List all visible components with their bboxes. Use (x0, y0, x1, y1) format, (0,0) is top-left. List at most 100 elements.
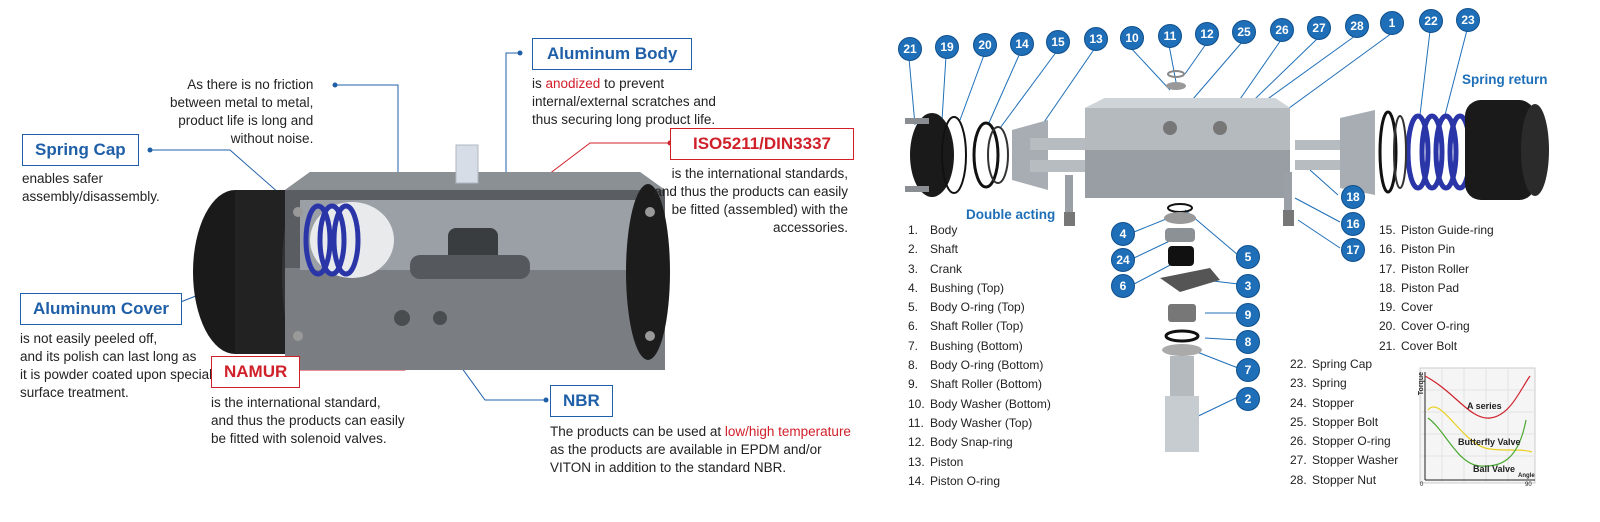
callout-12: 12 (1195, 22, 1219, 46)
part-name: Shaft Roller (Bottom) (930, 377, 1043, 392)
iso-desc: is the international standards, and thus… (654, 166, 848, 235)
part-name: Cover O-ring (1401, 319, 1470, 334)
part-item: 13. Piston (908, 453, 1051, 472)
part-item: 19.Cover (1379, 298, 1494, 317)
part-number: 17. (1379, 261, 1396, 276)
part-number: 1. (908, 223, 919, 237)
curve-butterfly-valve: Butterfly Valve (1458, 437, 1521, 447)
part-name: Body (930, 223, 958, 237)
nbr-desc-pre: The products can be used at (550, 424, 725, 439)
exploded-view (905, 29, 1549, 484)
callout-24: 24 (1111, 248, 1135, 272)
callout-14: 14 (1010, 32, 1034, 56)
part-item: 28.Stopper Nut (1290, 471, 1398, 490)
part-name: Stopper Washer (1312, 453, 1399, 468)
callout-13: 13 (1084, 27, 1108, 51)
callout-25: 25 (1232, 20, 1256, 44)
callout-23: 23 (1456, 8, 1480, 32)
part-number: 24. (1290, 395, 1307, 410)
part-number: 4. (908, 280, 919, 295)
part-item: 11. Body Washer (Top) (908, 414, 1051, 433)
part-name: Shaft (930, 242, 959, 257)
callout-3: 3 (1236, 274, 1260, 298)
callout-8: 8 (1236, 330, 1260, 354)
angle-axis-label: Angle (1518, 473, 1535, 479)
callout-11: 11 (1158, 24, 1182, 48)
part-item: 18.Piston Pad (1379, 279, 1494, 298)
part-number: 8. (908, 358, 919, 373)
nbr-desc-post: as the products are available in EPDM an… (550, 442, 822, 475)
part-item: 5. Body O-ring (Top) (908, 298, 1051, 317)
part-item: 10.Body Washer (Bottom) (908, 395, 1051, 414)
aluminum-cover-desc: is not easily peeled off, and its polish… (20, 331, 213, 400)
part-number: 13. (908, 454, 925, 469)
part-name: Piston Pad (1401, 280, 1460, 295)
iso-label: ISO5211/DIN3337 (670, 128, 854, 160)
part-item: 24.Stopper (1290, 394, 1398, 413)
callout-16: 16 (1341, 212, 1365, 236)
part-number: 3. (908, 261, 919, 276)
namur-desc: is the international standard, and thus … (211, 395, 405, 446)
part-number: 21. (1379, 338, 1396, 353)
spring-cap-label: Spring Cap (22, 134, 139, 166)
part-item: 6.Shaft Roller (Top) (908, 317, 1051, 336)
part-number: 26. (1290, 434, 1307, 449)
part-name: Body Washer (Top) (930, 415, 1033, 430)
part-name: Stopper Nut (1312, 472, 1377, 487)
part-name: Body Washer (Bottom) (930, 396, 1051, 411)
spring-return-heading: Spring return (1462, 72, 1548, 87)
part-number: 11. (908, 415, 924, 430)
part-item: 22.Spring Cap (1290, 355, 1398, 374)
part-name: Stopper O-ring (1312, 434, 1391, 449)
curve-ball-valve: Ball Valve (1473, 464, 1516, 474)
spring-cap-desc: enables safer assembly/disassembly. (22, 171, 160, 204)
part-item: 27.Stopper Washer (1290, 451, 1398, 470)
part-number: 25. (1290, 414, 1307, 429)
callout-6: 6 (1111, 274, 1135, 298)
part-name: Piston (930, 454, 964, 469)
nbr-desc-highlight: low/high temperature (724, 424, 851, 439)
part-item: 16. Piston Pin (1379, 240, 1494, 259)
torque-axis-label: Torque (1418, 372, 1425, 396)
torque-chart (1419, 367, 1536, 484)
friction-note: As there is no friction between metal to… (170, 77, 314, 146)
aluminum-body-label: Aluminum Body (532, 38, 693, 70)
part-name: Piston Pin (1401, 242, 1456, 257)
angle-start-label: 0 (1420, 482, 1424, 488)
part-number: 14. (908, 473, 925, 488)
part-name: Bushing (Bottom) (930, 338, 1023, 353)
actuator-illustration (147, 50, 673, 403)
nbr-desc: The products can be used at low/high tem… (550, 423, 851, 477)
callout-27: 27 (1307, 16, 1331, 40)
part-number: 5. (908, 300, 919, 315)
part-name: Body O-ring (Top) (930, 300, 1025, 315)
aluminum-body-desc-post: to prevent internal/external scratches a… (532, 76, 716, 127)
part-number: 7. (908, 338, 919, 353)
part-name: Bushing (Top) (930, 280, 1005, 295)
callout-10: 10 (1120, 26, 1144, 50)
part-number: 12. (908, 435, 925, 450)
callout-2: 2 (1236, 387, 1260, 411)
callout-1: 1 (1380, 11, 1404, 35)
part-item: 20.Cover O-ring (1379, 317, 1494, 336)
callout-21: 21 (898, 37, 922, 61)
callout-7: 7 (1236, 358, 1260, 382)
callout-28: 28 (1345, 14, 1369, 38)
part-number: 15. (1379, 223, 1396, 237)
part-item: 25.Stopper Bolt (1290, 413, 1398, 432)
part-number: 16. (1379, 242, 1396, 257)
part-name: Crank (930, 261, 963, 276)
callout-5: 5 (1236, 245, 1260, 269)
part-number: 19. (1379, 300, 1396, 315)
callout-19: 19 (935, 35, 959, 59)
part-name: Shaft Roller (Top) (930, 319, 1024, 334)
part-name: Cover Bolt (1401, 338, 1458, 353)
callout-22: 22 (1419, 9, 1443, 33)
part-item: 26. Stopper O-ring (1290, 432, 1398, 451)
callout-18: 18 (1341, 185, 1365, 209)
part-item: 9.Shaft Roller (Bottom) (908, 375, 1051, 394)
aluminum-body-desc: is anodized to prevent internal/external… (532, 75, 716, 129)
part-name: Body O-ring (Bottom) (930, 358, 1044, 373)
